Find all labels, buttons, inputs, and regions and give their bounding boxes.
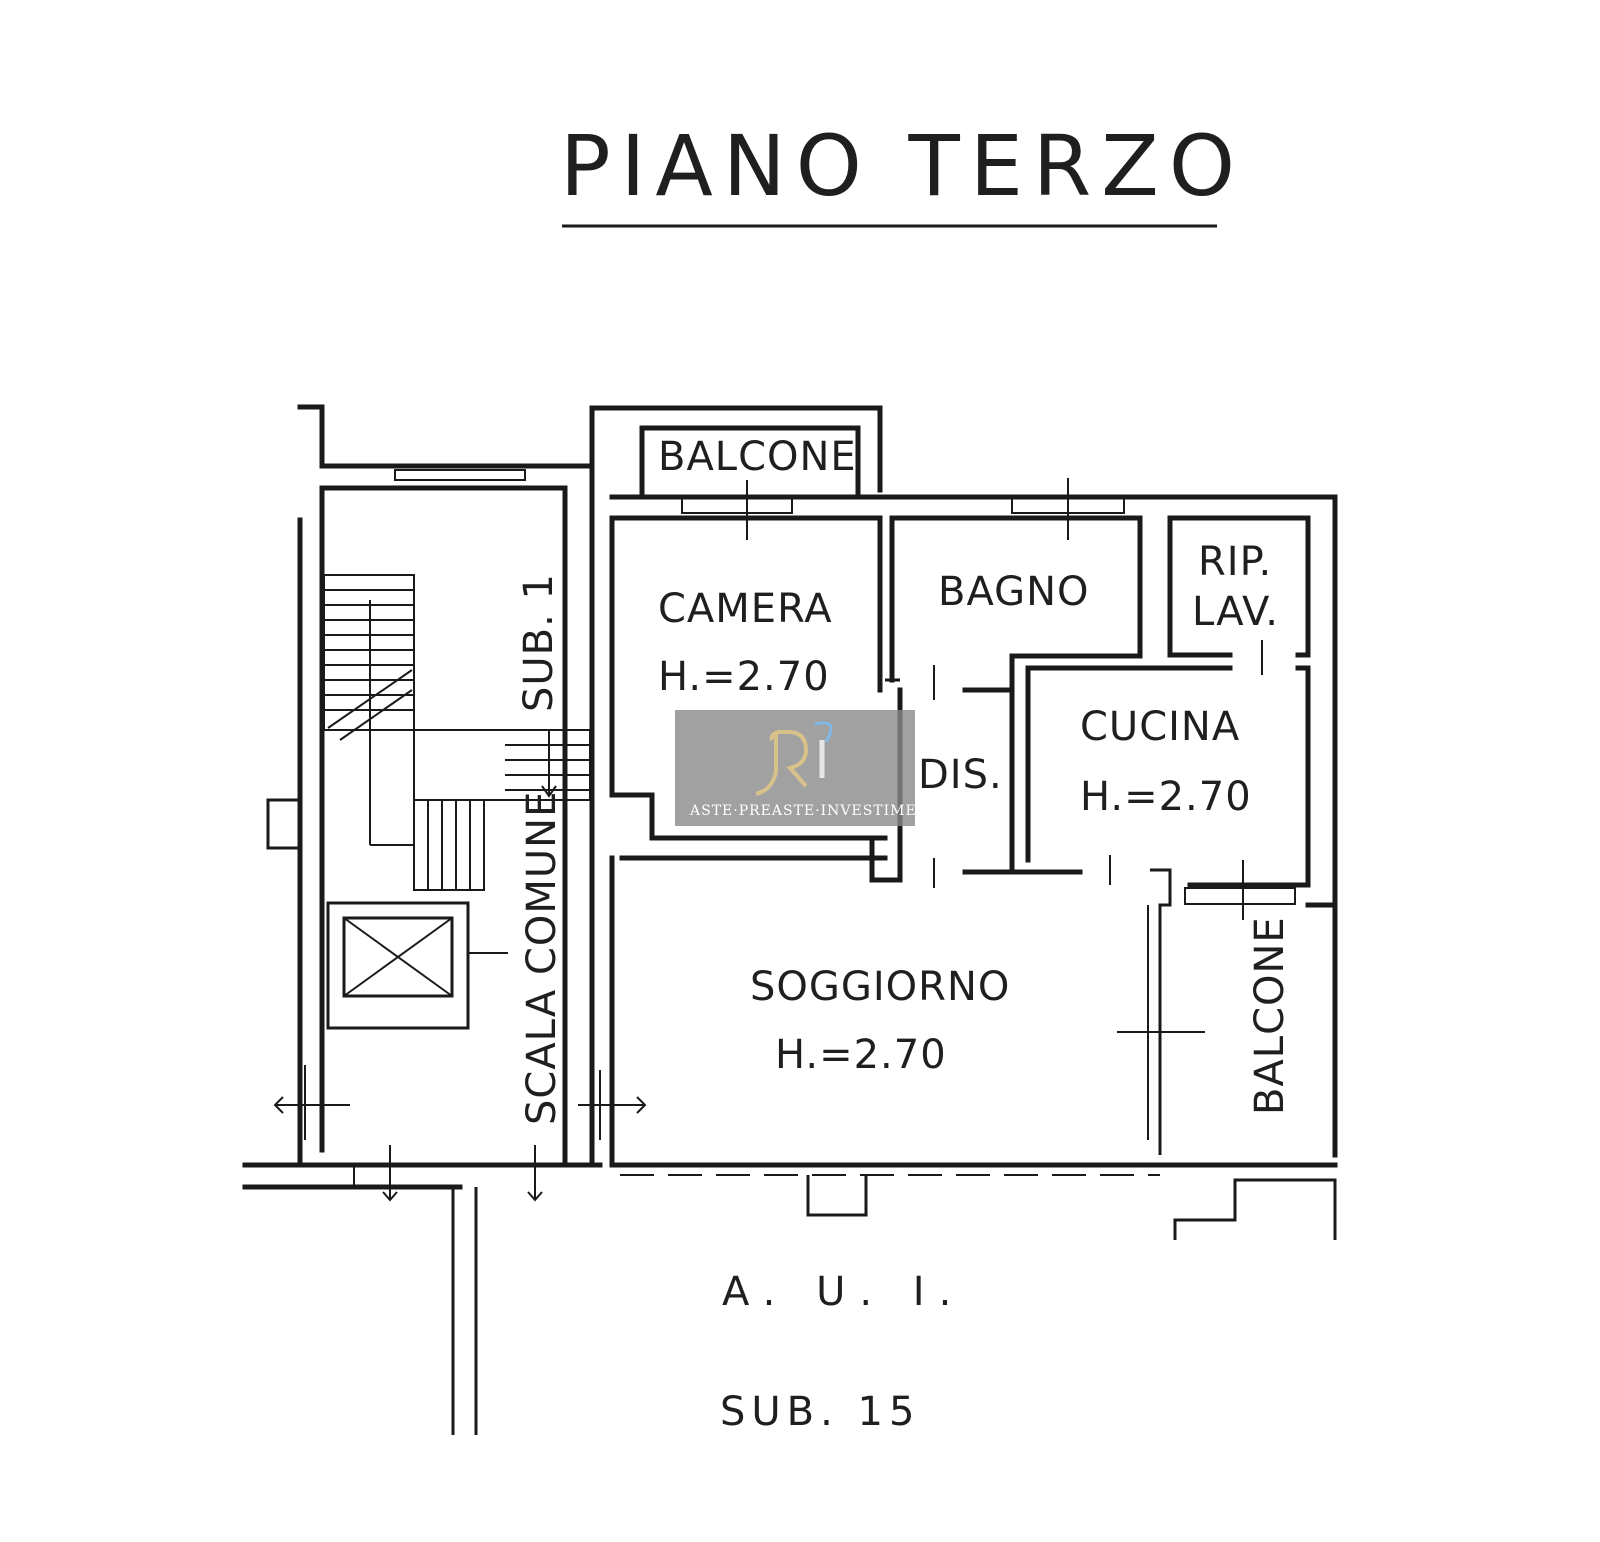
label-scala-comune: SCALA COMUNE	[519, 791, 565, 1125]
label-sub15: SUB. 15	[720, 1389, 920, 1435]
label-balcone-top: BALCONE	[658, 434, 857, 480]
label-bagno: BAGNO	[938, 569, 1090, 615]
label-balcone-right: BALCONE	[1247, 916, 1293, 1115]
watermark-caption: ASTE·PREASTE·INVESTIMENTI	[689, 803, 947, 819]
label-cucina-height: H.=2.70	[1080, 774, 1252, 820]
label-rip-line2: LAV.	[1192, 589, 1279, 635]
plan-title: PIANO TERZO	[560, 117, 1245, 215]
label-camera: CAMERA	[658, 586, 833, 632]
label-dis: DIS.	[918, 752, 1003, 798]
label-soggiorno: SOGGIORNO	[750, 964, 1010, 1010]
label-camera-height: H.=2.70	[658, 654, 830, 700]
label-cucina: CUCINA	[1080, 704, 1240, 750]
label-sub1: SUB. 1	[516, 573, 562, 712]
label-soggiorno-height: H.=2.70	[775, 1032, 947, 1078]
watermark-logo	[755, 721, 833, 796]
elevator-shaft	[326, 901, 470, 1030]
label-rip-line1: RIP.	[1198, 539, 1272, 585]
apartment-walls	[589, 405, 1338, 1240]
watermark: ASTE·PREASTE·INVESTIMENTI	[675, 710, 947, 826]
label-aui: A. U. I.	[722, 1269, 965, 1315]
stair-block	[242, 404, 647, 1435]
